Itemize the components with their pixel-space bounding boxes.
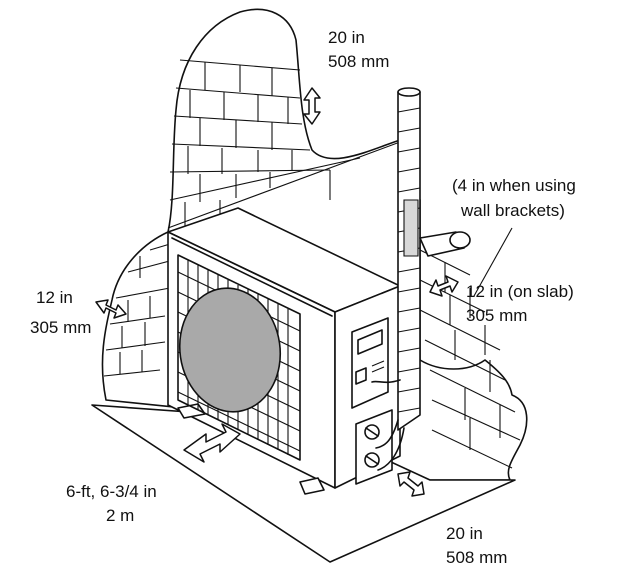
left-clearance-mm-label: 305 mm <box>30 318 91 337</box>
top-clearance-in-label: 20 in <box>328 28 365 47</box>
rear-clearance-in-label: 20 in <box>446 524 483 543</box>
top-clearance-arrow-icon <box>303 87 321 125</box>
front-clearance-line2: 2 m <box>106 506 134 525</box>
right-clearance-arrow-icon <box>429 275 459 297</box>
control-panel <box>351 317 389 409</box>
rear-clearance-arrow-icon <box>397 471 425 497</box>
front-clearance-line1: 6-ft, 6-3/4 in <box>66 482 157 501</box>
bracket-note-line1: (4 in when using <box>452 176 576 195</box>
outdoor-unit <box>167 207 401 495</box>
fan-grille-icon <box>177 254 301 461</box>
bracket-note-line2: wall brackets) <box>460 201 565 220</box>
top-clearance-mm-label: 508 mm <box>328 52 389 71</box>
rear-clearance-mm-label: 508 mm <box>446 548 507 567</box>
right-clearance-mm-label: 305 mm <box>466 306 527 325</box>
right-clearance-in-label: 12 in (on slab) <box>466 282 574 301</box>
bracket-note-leader <box>473 227 513 297</box>
front-clearance-arrow-icon <box>183 423 241 463</box>
left-clearance-in-label: 12 in <box>36 288 73 307</box>
insulated-refrigerant-pipe <box>371 87 471 471</box>
left-clearance-arrow-icon <box>95 299 127 319</box>
service-valves <box>355 409 393 485</box>
